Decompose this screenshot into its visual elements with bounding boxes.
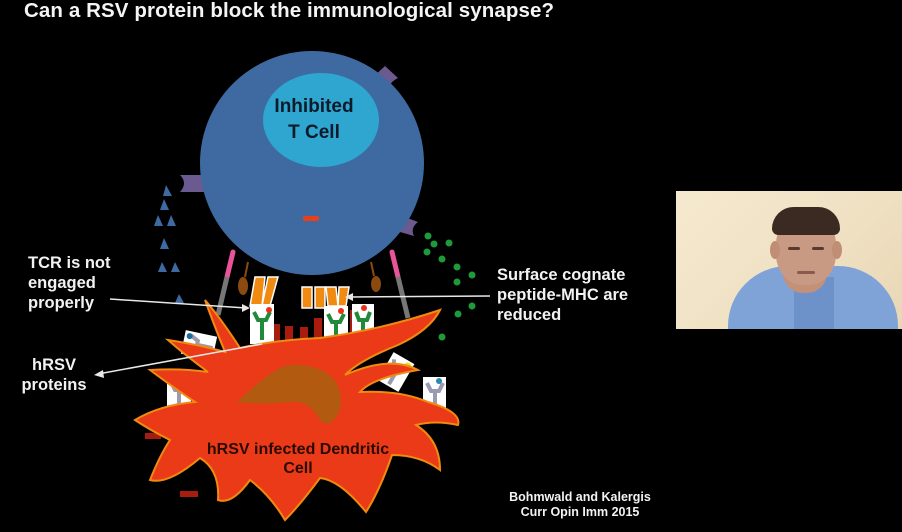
t-cell-nucleus (263, 73, 379, 167)
cytokine (438, 333, 446, 341)
cytokine (468, 302, 476, 310)
t-cell-label-line1: Inhibited (274, 96, 354, 117)
triangle (163, 185, 172, 196)
bar (314, 318, 322, 344)
brown-drop-left-stem (244, 261, 249, 278)
dc-label-line2: Cell (283, 460, 313, 477)
arrow-hrsv-head (94, 370, 104, 378)
arrow-tcr-head (242, 304, 250, 312)
bar (285, 326, 293, 344)
arrow-hrsv (97, 343, 263, 375)
tcr-left (249, 276, 279, 307)
hrsv-protein (423, 377, 446, 408)
tcr-mid (301, 286, 326, 309)
triangle (167, 215, 176, 226)
stalk-right-pink (389, 249, 401, 280)
annotation-hrsv-proteins: hRSV proteins (18, 355, 90, 395)
dendritic-cell-label: hRSV infected Dendritic Cell (178, 440, 418, 478)
annotation-hrsv-line2: proteins (21, 376, 87, 394)
blue-triangles (154, 185, 184, 303)
cytokine (468, 271, 476, 279)
cytokine (438, 255, 446, 263)
adhesion-molecules (215, 249, 411, 319)
receptor-left (180, 175, 208, 192)
triangle (175, 294, 184, 303)
annotation-tcr-line3: properly (28, 294, 95, 312)
annotation-hrsv-line1: hRSV (31, 356, 76, 374)
triangle (154, 215, 163, 226)
presenter-mouth (797, 271, 815, 274)
triangle (160, 199, 169, 210)
cytokine (454, 310, 462, 318)
annotation-tcr-line1: TCR is not (28, 254, 111, 272)
stalk-right-gray (395, 276, 411, 319)
bar (272, 324, 280, 344)
presenter-eye (788, 247, 800, 250)
cytokine (453, 278, 461, 286)
presenter-webcam[interactable] (676, 191, 902, 329)
presenter-hair (772, 207, 840, 235)
brown-drop-right (371, 276, 381, 292)
cytokine (430, 240, 438, 248)
presenter-ear (770, 241, 780, 259)
presenter-ear (832, 241, 842, 259)
t-cell-label: Inhibited T Cell (262, 94, 366, 146)
annotation-pmhc: Surface cognate peptide-MHC are reduced (497, 265, 628, 325)
bar (180, 491, 198, 497)
dc-label-line1: hRSV infected Dendritic (206, 441, 390, 458)
arrow-pmhc-head (345, 293, 353, 301)
bar (300, 327, 308, 344)
arrow-pmhc (349, 295, 491, 298)
citation: Bohmwald and Kalergis Curr Opin Imm 2015 (488, 490, 672, 520)
pmhc-right (352, 304, 374, 336)
citation-line2: Curr Opin Imm 2015 (520, 505, 640, 519)
bar (145, 433, 161, 439)
pmhc-left (250, 304, 274, 344)
cytokine (424, 232, 432, 240)
citation-line1: Bohmwald and Kalergis (509, 490, 651, 504)
annotation-pmhc-line3: reduced (497, 306, 562, 324)
green-cytokines (423, 232, 476, 341)
annotation-tcr: TCR is not engaged properly (28, 253, 111, 313)
cytokine (445, 239, 453, 247)
stalk-left-gray (215, 276, 230, 316)
cytokine (423, 248, 431, 256)
annotation-arrows (94, 293, 491, 378)
cytokine (453, 263, 461, 271)
t-cell-signal-mark (303, 216, 319, 221)
annotation-pmhc-line2: peptide-MHC are (497, 286, 629, 304)
triangle (158, 262, 167, 272)
triangle (171, 262, 180, 272)
arrow-tcr (109, 298, 247, 309)
brown-drop-right-stem (370, 261, 375, 277)
dc-nucleus (237, 364, 341, 424)
tcr-right (325, 286, 350, 307)
t-cell-label-line2: T Cell (288, 122, 340, 143)
brown-drop-left (238, 277, 248, 295)
triangle (160, 238, 169, 249)
stalk-left-pink (224, 249, 236, 280)
presenter-eye (812, 247, 824, 250)
annotation-tcr-line2: engaged (28, 274, 96, 292)
slide-title: Can a RSV protein block the immunologica… (24, 0, 555, 22)
annotation-pmhc-line1: Surface cognate (497, 266, 626, 284)
tcr-complexes (249, 276, 350, 309)
dendritic-cell (133, 299, 460, 522)
